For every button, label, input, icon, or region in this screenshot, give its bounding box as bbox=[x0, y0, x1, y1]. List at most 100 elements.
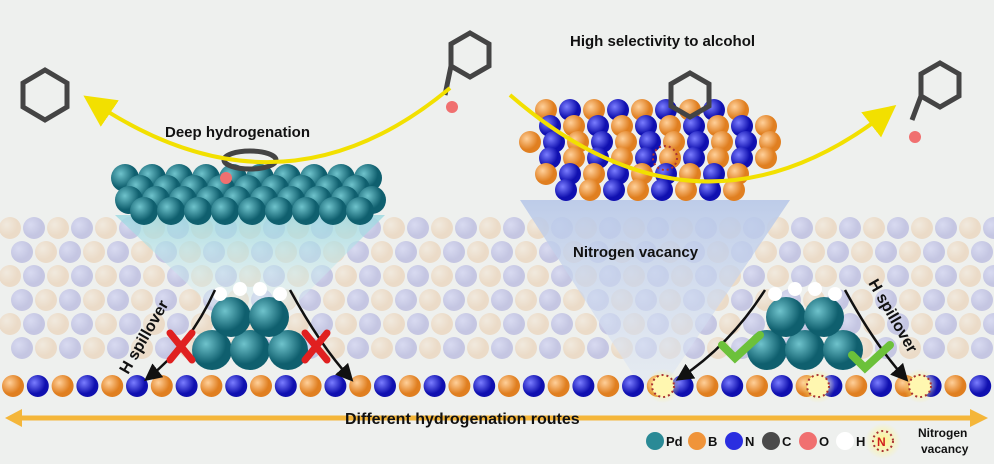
legend-swatch-n bbox=[725, 432, 743, 450]
lattice-atom bbox=[383, 313, 405, 335]
lattice-atom bbox=[0, 313, 21, 335]
lattice-atom bbox=[947, 337, 969, 359]
lattice-atom bbox=[743, 265, 765, 287]
spillover-arrow bbox=[843, 289, 909, 382]
lattice-atom bbox=[911, 265, 933, 287]
bn-atom bbox=[519, 131, 541, 153]
lattice-atom bbox=[479, 265, 501, 287]
lattice-atom bbox=[899, 337, 921, 359]
bn-atom bbox=[696, 375, 719, 397]
lattice-atom bbox=[467, 337, 489, 359]
bn-atom bbox=[755, 147, 777, 169]
lattice-atom bbox=[383, 217, 405, 239]
bn-atom bbox=[622, 375, 644, 397]
lattice-atom bbox=[815, 265, 837, 287]
bn-atom bbox=[2, 375, 24, 397]
vacancy-icon bbox=[908, 374, 932, 398]
lattice-atom bbox=[371, 241, 393, 263]
pd-atom bbox=[238, 197, 266, 225]
lattice-atom bbox=[455, 313, 477, 335]
lattice-atom bbox=[0, 217, 21, 239]
lattice-atom bbox=[935, 313, 957, 335]
lattice-atom bbox=[863, 265, 885, 287]
lattice-atom bbox=[323, 289, 345, 311]
pd-atom bbox=[346, 197, 374, 225]
bn-substrate-row bbox=[2, 369, 992, 403]
selective-hydrogenation-arrow bbox=[508, 93, 897, 184]
bn-atom bbox=[498, 375, 520, 397]
lattice-atom bbox=[395, 337, 417, 359]
lattice-atom bbox=[107, 241, 129, 263]
lattice-atom bbox=[143, 265, 165, 287]
legend-vacancy: N Nitrogen vacancy bbox=[865, 423, 969, 459]
lattice-atom bbox=[347, 289, 369, 311]
legend-label: O bbox=[819, 434, 829, 449]
bn-atom bbox=[969, 375, 992, 397]
lattice-atom bbox=[59, 289, 81, 311]
lattice-atom bbox=[983, 313, 994, 335]
lattice-atom bbox=[971, 241, 993, 263]
lattice-atom bbox=[59, 337, 81, 359]
lattice-atom bbox=[455, 265, 477, 287]
routes-arrow-head-left bbox=[5, 409, 22, 427]
lattice-atom bbox=[311, 313, 333, 335]
lattice-atom bbox=[815, 217, 837, 239]
legend-label: B bbox=[708, 434, 717, 449]
lattice-atom bbox=[191, 313, 213, 335]
legend-swatch-h bbox=[836, 432, 854, 450]
bn-atom bbox=[522, 375, 545, 397]
lattice-atom bbox=[395, 241, 417, 263]
lattice-atom bbox=[359, 265, 381, 287]
lattice-atom bbox=[47, 265, 69, 287]
bn-atom bbox=[101, 375, 124, 397]
lattice-atom bbox=[755, 241, 777, 263]
pd-atom bbox=[192, 330, 232, 370]
lattice-atom bbox=[779, 241, 801, 263]
benzaldehyde-molecule bbox=[442, 30, 492, 113]
lattice-atom bbox=[947, 241, 969, 263]
lattice-atom bbox=[731, 289, 753, 311]
lattice-atom bbox=[743, 313, 765, 335]
lattice-atom bbox=[71, 313, 93, 335]
legend-label: Pd bbox=[666, 434, 683, 449]
bn-atom bbox=[547, 375, 570, 397]
lattice-atom bbox=[11, 289, 33, 311]
bn-atom bbox=[175, 375, 198, 397]
lattice-atom bbox=[407, 265, 429, 287]
lattice-atom bbox=[35, 241, 57, 263]
lattice-atom bbox=[911, 217, 933, 239]
lattice-atom bbox=[155, 289, 177, 311]
lattice-atom bbox=[467, 289, 489, 311]
h-atom bbox=[788, 282, 802, 296]
pd-atom bbox=[249, 297, 289, 337]
lattice-atom bbox=[983, 217, 994, 239]
lattice-atom bbox=[371, 337, 393, 359]
legend-swatch-b bbox=[688, 432, 706, 450]
lattice-atom bbox=[371, 289, 393, 311]
pd-atom bbox=[804, 297, 844, 337]
lattice-atom bbox=[563, 337, 585, 359]
h-atom bbox=[808, 282, 822, 296]
legend-vacancy-line2: vacancy bbox=[921, 442, 969, 456]
lattice-atom bbox=[71, 265, 93, 287]
lattice-atom bbox=[479, 217, 501, 239]
lattice-atom bbox=[47, 217, 69, 239]
lattice-atom bbox=[947, 289, 969, 311]
pd-atom bbox=[130, 197, 158, 225]
h-atom bbox=[828, 287, 842, 301]
lattice-atom bbox=[83, 241, 105, 263]
pd-atom bbox=[785, 330, 825, 370]
lattice-atom bbox=[515, 241, 537, 263]
lattice-atom bbox=[131, 289, 153, 311]
pd-atom bbox=[211, 197, 239, 225]
lattice-atom bbox=[383, 265, 405, 287]
lattice-atom bbox=[71, 217, 93, 239]
lattice-atom bbox=[419, 289, 441, 311]
lattice-atom bbox=[443, 241, 465, 263]
allowed-check-icon bbox=[718, 331, 894, 374]
bn-atom bbox=[51, 375, 74, 397]
bn-atom bbox=[473, 375, 496, 397]
bn-atom bbox=[535, 163, 557, 185]
lattice-atom bbox=[959, 313, 981, 335]
lattice-atom bbox=[107, 337, 129, 359]
